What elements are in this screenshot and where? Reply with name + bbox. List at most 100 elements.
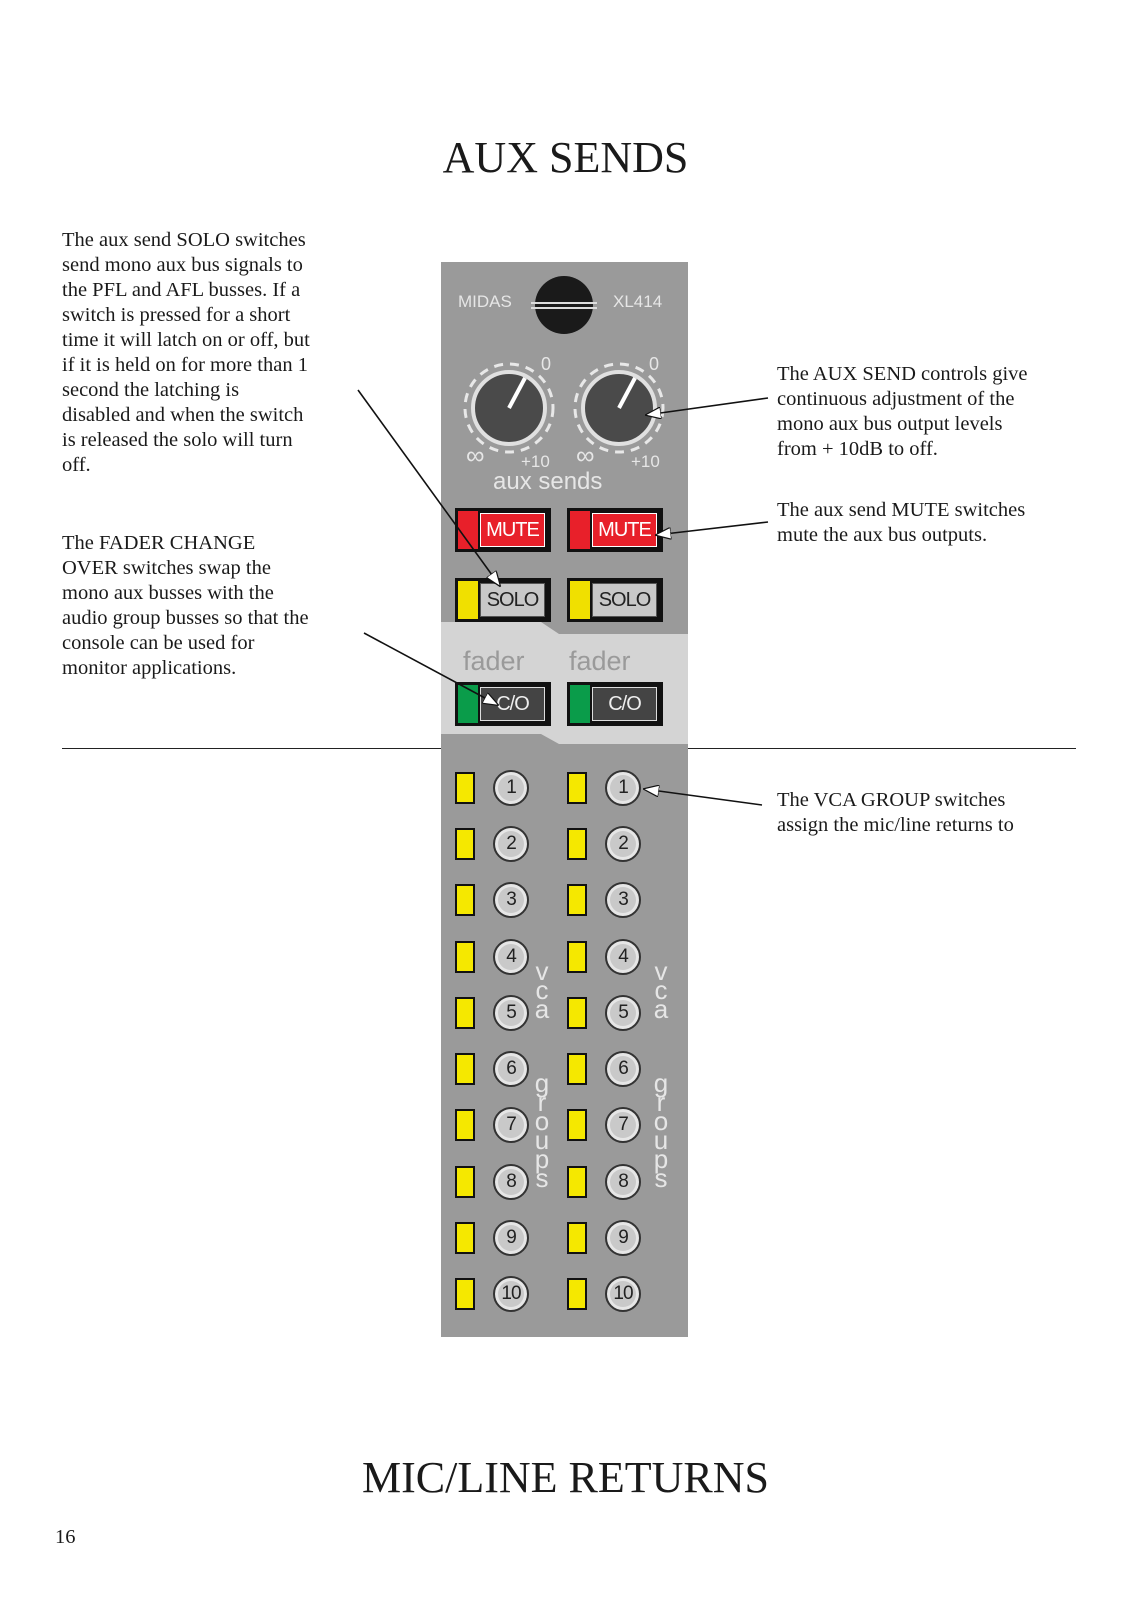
vca-group-8-button-ch2[interactable]: 8	[605, 1164, 641, 1200]
brand-label: MIDAS	[458, 292, 512, 311]
vca-led	[567, 1109, 587, 1141]
co-led	[458, 685, 478, 723]
mute-button-1[interactable]: MUTE	[455, 508, 551, 552]
aux-send-annotation: The AUX SEND controls give continuous ad…	[777, 362, 1087, 462]
vca-group-9-button-ch1[interactable]: 9	[493, 1220, 529, 1256]
vca-led	[567, 884, 587, 916]
vca-group-10-button-ch1[interactable]: 10	[493, 1276, 529, 1312]
section-title: MIC/LINE RETURNS	[362, 1453, 769, 1502]
text-line: is released the solo will turn	[62, 429, 293, 451]
vca-led	[567, 1222, 587, 1254]
vca-group-4-button-ch1[interactable]: 4	[493, 939, 529, 975]
vca-led	[455, 1053, 475, 1085]
vca-group-2-button-ch1[interactable]: 2	[493, 826, 529, 862]
groups-vertical-label-2: groups	[653, 1068, 669, 1193]
vca-group-3-button-ch1[interactable]: 3	[493, 882, 529, 918]
vca-led	[455, 1222, 475, 1254]
vca-led	[455, 1166, 475, 1198]
vca-group-3-button-ch2[interactable]: 3	[605, 882, 641, 918]
vca-led	[455, 997, 475, 1029]
vca-led	[455, 772, 475, 804]
module-panel: MIDAS XL414 0 ∞ +10 0 ∞ +10 aux sends MU…	[441, 262, 688, 1337]
fader-co-button-1[interactable]: C/O	[455, 682, 551, 726]
solo-button-1[interactable]: SOLO	[455, 578, 551, 622]
vca-led	[455, 941, 475, 973]
mute-annotation: The aux send MUTE switches mute the aux …	[777, 498, 1087, 548]
divider-left	[62, 748, 442, 749]
vca-group-6-button-ch1[interactable]: 6	[493, 1051, 529, 1087]
text-line: The aux send SOLO switches	[62, 229, 306, 251]
text-line: if it is held on for more than 1	[62, 354, 308, 376]
fader-label-1: fader	[463, 646, 525, 676]
vca-group-2-button-ch2[interactable]: 2	[605, 826, 641, 862]
text-line: off.	[62, 454, 91, 476]
groups-vertical-label-1: groups	[534, 1068, 550, 1193]
fader-co-arrow	[363, 632, 498, 705]
solo-led	[570, 581, 590, 619]
vca-group-10-button-ch2[interactable]: 10	[605, 1276, 641, 1312]
vca-vertical-label-2: vca	[653, 956, 669, 1024]
model-label: XL414	[613, 292, 663, 311]
text-line: The aux send MUTE switches	[777, 499, 1026, 521]
knob-1-zero-label: 0	[541, 354, 552, 374]
text-line: The FADER CHANGE	[62, 532, 256, 554]
knob-1-inf-label: ∞	[466, 440, 485, 470]
vca-led	[455, 828, 475, 860]
vca-led	[567, 828, 587, 860]
mute-led	[458, 511, 478, 549]
text-line: mono aux busses with the	[62, 582, 274, 604]
text-line: continuous adjustment of the	[777, 388, 1015, 410]
co-led	[570, 685, 590, 723]
vca-led	[567, 1278, 587, 1310]
text-line: assign the mic/line returns to	[777, 814, 1014, 836]
divider-right	[688, 748, 1076, 749]
solo-button-2[interactable]: SOLO	[567, 578, 663, 622]
text-line: second the latching is	[62, 379, 240, 401]
vca-group-7-button-ch2[interactable]: 7	[605, 1107, 641, 1143]
mute-arrow	[656, 521, 769, 535]
knob-2-zero-label: 0	[649, 354, 660, 374]
fader-co-button-2[interactable]: C/O	[567, 682, 663, 726]
aux-send-arrow	[646, 397, 769, 415]
vca-group-9-button-ch2[interactable]: 9	[605, 1220, 641, 1256]
text-line: mute the aux bus outputs.	[777, 524, 988, 546]
vca-group-6-button-ch2[interactable]: 6	[605, 1051, 641, 1087]
aux-send-knob-1[interactable]	[461, 360, 557, 456]
vca-led	[567, 941, 587, 973]
text-line: monitor applications.	[62, 657, 237, 679]
solo-arrow	[357, 389, 500, 586]
mute-label: MUTE	[592, 513, 657, 547]
screw-icon	[531, 276, 597, 334]
fader-label-2: fader	[569, 646, 631, 676]
vca-group-1-button-ch1[interactable]: 1	[493, 770, 529, 806]
co-label: C/O	[592, 687, 657, 721]
text-line: send mono aux bus signals to	[62, 254, 303, 276]
vca-led	[567, 1053, 587, 1085]
vca-led	[455, 884, 475, 916]
knob-2-plus10-label: +10	[631, 452, 660, 471]
vca-led	[567, 997, 587, 1029]
vca-group-8-button-ch1[interactable]: 8	[493, 1164, 529, 1200]
vca-led	[567, 1166, 587, 1198]
solo-label: SOLO	[592, 583, 657, 617]
vca-led	[455, 1278, 475, 1310]
text-line: console can be used for	[62, 632, 255, 654]
vca-group-5-button-ch2[interactable]: 5	[605, 995, 641, 1031]
aux-sends-label: aux sends	[493, 468, 603, 495]
vca-arrow	[644, 789, 763, 806]
text-line: disabled and when the switch	[62, 404, 304, 426]
vca-group-7-button-ch1[interactable]: 7	[493, 1107, 529, 1143]
text-line: mono aux bus output levels	[777, 413, 1003, 435]
vca-led	[567, 772, 587, 804]
text-line: time it will latch on or off, but	[62, 329, 310, 351]
solo-label: SOLO	[480, 583, 545, 617]
knob-1-plus10-label: +10	[521, 452, 550, 471]
vca-group-1-button-ch2[interactable]: 1	[605, 770, 641, 806]
vca-vertical-label-1: vca	[534, 956, 550, 1024]
vca-led	[455, 1109, 475, 1141]
vca-group-5-button-ch1[interactable]: 5	[493, 995, 529, 1031]
mute-button-2[interactable]: MUTE	[567, 508, 663, 552]
text-line: from + 10dB to off.	[777, 438, 938, 460]
vca-group-4-button-ch2[interactable]: 4	[605, 939, 641, 975]
